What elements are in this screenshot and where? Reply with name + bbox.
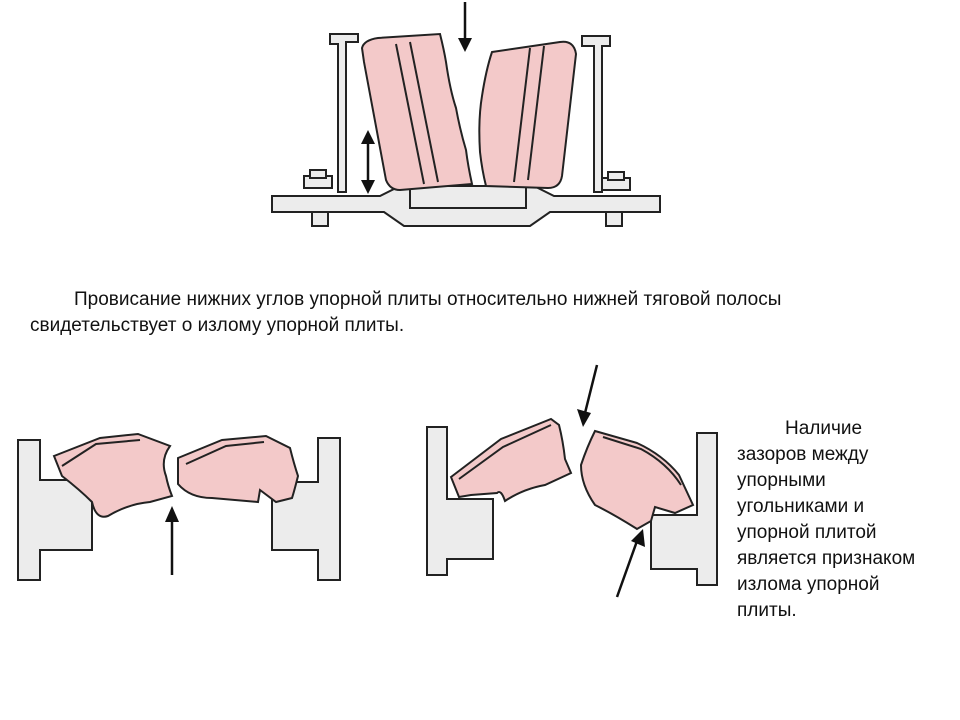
broken-plate-diagram-right (426, 364, 718, 598)
left-bolt (303, 169, 333, 227)
plate-left-groove (458, 424, 552, 480)
right-stop-angle (581, 35, 611, 193)
plate-right-grooves (513, 45, 545, 183)
plate-left-half (52, 432, 174, 518)
left-stop-angle (329, 33, 359, 193)
plate-right-groove (185, 441, 265, 465)
caption-line: угольниками и (737, 496, 865, 517)
plate-left-half (360, 32, 474, 192)
plate-right-half (177, 434, 300, 504)
plate-right-groove (602, 436, 682, 486)
broken-plate-diagram-left (17, 432, 341, 581)
sagging-plate-diagram (271, 2, 661, 227)
sag-gap-arrow (361, 130, 375, 194)
caption-line: плиты. (737, 600, 797, 621)
center-block (409, 185, 527, 209)
right-stop-angle (271, 437, 341, 581)
caption-line: упорными (737, 470, 826, 491)
caption-sagging-plate: Провисание нижних углов упорной плиты от… (30, 289, 782, 336)
left-stop-angle (17, 439, 93, 581)
caption-line: Наличие (785, 418, 863, 439)
plate-left-groove (61, 439, 141, 467)
plate-left-grooves (395, 41, 439, 185)
caption-line: зазоров между (737, 444, 869, 465)
right-bolt (601, 171, 631, 227)
plate-right-half (478, 40, 578, 190)
caption-gap-indicator: Наличие зазоров между упорными угольника… (737, 416, 942, 624)
gap-arrow-up (615, 529, 645, 598)
plate-right-half (579, 429, 695, 531)
gap-arrow-up (165, 506, 179, 575)
plate-left-half (449, 417, 573, 503)
caption-line: упорной плитой (737, 522, 877, 543)
load-arrow-down (458, 2, 472, 52)
right-stop-angle (650, 432, 718, 586)
gap-arrow-down (577, 364, 599, 427)
caption-line: является признаком (737, 548, 916, 569)
left-stop-angle (426, 426, 494, 576)
caption-line: излома упорной (737, 574, 880, 595)
